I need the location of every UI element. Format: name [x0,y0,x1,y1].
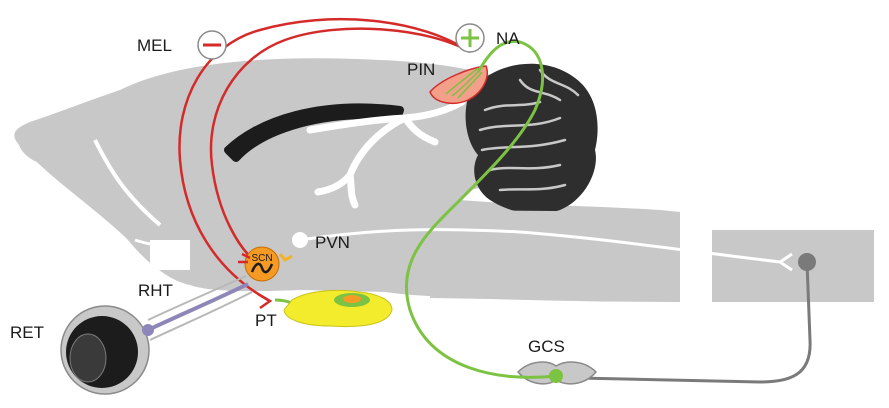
scn-label: SCN [251,253,272,264]
label-pt: PT [255,311,277,330]
brain-notch [150,240,190,270]
melatonin-arrowhead-pt [258,294,270,308]
inhibition-sign [198,31,226,59]
pvn-nucleus [292,232,308,248]
label-ret: RET [10,323,44,342]
label-mel: MEL [137,36,172,55]
label-pin: PIN [407,60,435,79]
cerebellum [466,64,598,214]
label-pvn: PVN [315,233,350,252]
label-na: NA [496,29,520,48]
spinal-cord-segment [712,230,874,302]
pars-tuberalis [284,290,392,326]
stimulation-sign [456,24,484,52]
brainstem [430,210,680,302]
gcs-ganglion [518,362,596,384]
label-gcs: GCS [528,337,565,356]
retina-eye [61,306,154,394]
label-rht: RHT [138,281,173,300]
